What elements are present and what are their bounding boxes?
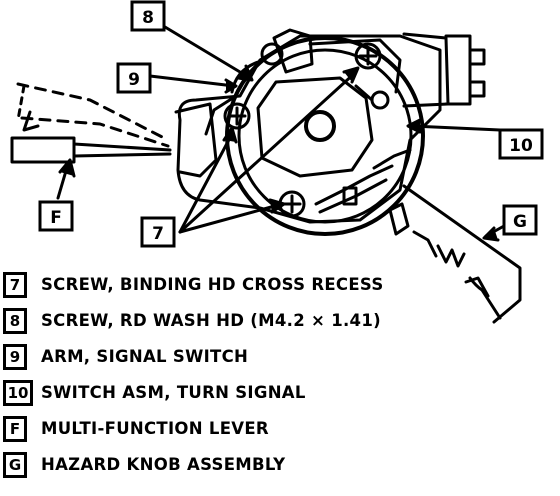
legend-label: ARM, SIGNAL SWITCH xyxy=(41,347,249,366)
legend-key: 8 xyxy=(3,308,27,334)
legend-key: G xyxy=(3,452,27,478)
legend-key: 10 xyxy=(3,380,33,406)
callout-7-text: 7 xyxy=(152,224,164,244)
callout-9: 9 xyxy=(116,62,152,94)
callout-10: 10 xyxy=(498,128,544,160)
legend-item-8: 8 SCREW, RD WASH HD (M4.2 × 1.41) xyxy=(3,306,423,342)
legend-label: SCREW, RD WASH HD (M4.2 × 1.41) xyxy=(41,311,381,330)
legend-label: MULTI-FUNCTION LEVER xyxy=(41,419,269,438)
screw-cross-recess-left xyxy=(223,102,251,130)
legend-key: 9 xyxy=(3,344,27,370)
legend-item-7: 7 SCREW, BINDING HD CROSS RECESS xyxy=(3,270,423,306)
legend-label: SWITCH ASM, TURN SIGNAL xyxy=(41,383,306,402)
legend-item-G: G HAZARD KNOB ASSEMBLY xyxy=(3,450,423,486)
callout-8: 8 xyxy=(130,0,166,32)
callout-8-text: 8 xyxy=(142,8,154,28)
legend-item-F: F MULTI-FUNCTION LEVER xyxy=(3,414,423,450)
legend-label: HAZARD KNOB ASSEMBLY xyxy=(41,455,286,474)
legend-item-9: 9 ARM, SIGNAL SWITCH xyxy=(3,342,423,378)
legend-item-10: 10 SWITCH ASM, TURN SIGNAL xyxy=(3,378,423,414)
legend-key: F xyxy=(3,416,27,442)
callout-10-text: 10 xyxy=(509,136,533,156)
screw-cross-recess-upper xyxy=(354,42,382,70)
callout-7: 7 xyxy=(140,216,176,248)
parts-legend: 7 SCREW, BINDING HD CROSS RECESS 8 SCREW… xyxy=(3,270,423,486)
multi-function-lever-illustration xyxy=(10,82,172,164)
callout-F: F xyxy=(38,200,74,232)
leader-lines xyxy=(56,22,506,242)
callout-F-text: F xyxy=(50,208,62,228)
callout-G: G xyxy=(502,204,538,236)
callout-G-text: G xyxy=(513,212,527,232)
callout-9-text: 9 xyxy=(128,70,140,90)
hazard-knob-assembly-illustration xyxy=(388,184,522,324)
legend-key: 7 xyxy=(3,272,27,298)
legend-label: SCREW, BINDING HD CROSS RECESS xyxy=(41,275,384,294)
